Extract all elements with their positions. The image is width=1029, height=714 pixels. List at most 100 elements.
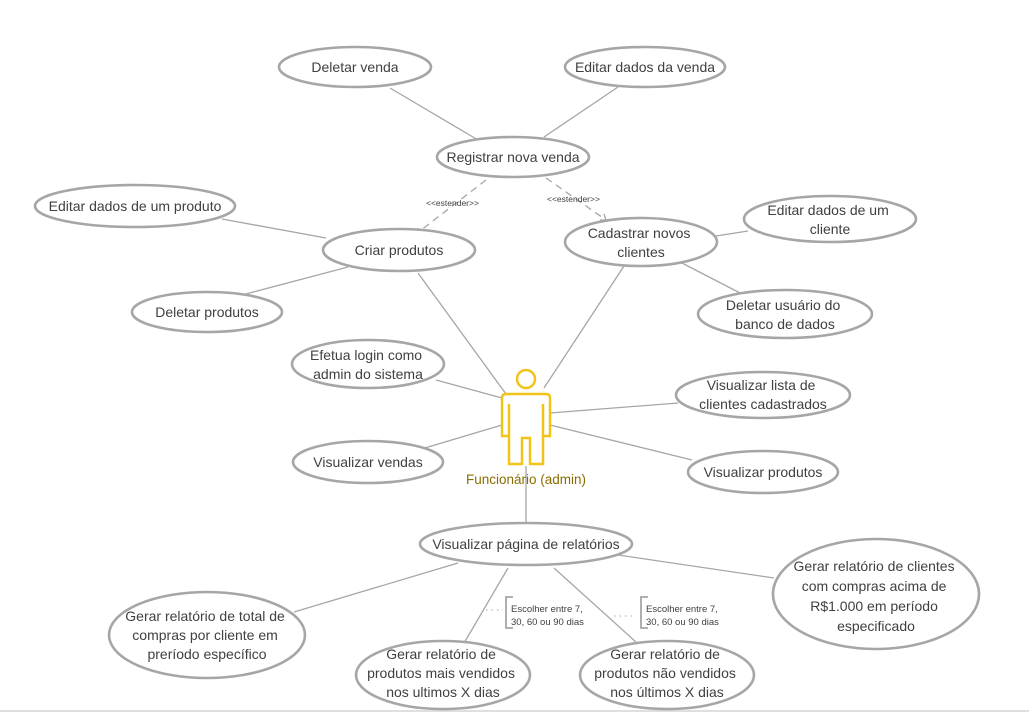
assoc-actor-criar-produtos [417, 272, 507, 395]
assoc-relatorios-mais-vendidos [459, 567, 509, 651]
use-case-label: Visualizar lista de clientes cadastrados [699, 377, 827, 412]
use-case-label: Visualizar produtos [704, 464, 823, 480]
note-bracket [505, 596, 513, 629]
use-case-label: Visualizar página de relatórios [432, 536, 619, 552]
use-case-editar-venda[interactable]: Editar dados da venda [563, 45, 727, 89]
assoc-registrar-editar-venda [543, 86, 619, 138]
use-case-label-line: Registrar nova venda [446, 149, 579, 165]
use-case-label-line: cliente [810, 221, 851, 237]
use-case-label: Cadastrar novos clientes [588, 225, 695, 260]
use-case-label-line: banco de dados [735, 316, 835, 332]
assoc-criar-deletar-produtos [237, 266, 349, 297]
extend-label-left: <<estender>> [426, 198, 479, 208]
use-case-efetua-login[interactable]: Efetua login como admin do sistema [290, 338, 446, 390]
use-case-editar-produto[interactable]: Editar dados de um produto [33, 183, 237, 229]
assoc-relatorios-nao-vendidos [553, 567, 637, 643]
associations [221, 86, 775, 651]
use-case-deletar-usuario[interactable]: Deletar usuário do banco de dados [696, 288, 874, 340]
use-case-label: Editar dados de um produto [49, 198, 222, 214]
assoc-relatorios-clientes [617, 554, 775, 579]
use-case-label-line: Gerar relatório de total de [125, 608, 285, 624]
use-case-label: Gerar relatório de produtos não vendidos… [594, 646, 740, 700]
extend-arrow-cadastrar-clientes [545, 177, 607, 221]
use-case-deletar-produtos[interactable]: Deletar produtos [130, 290, 284, 334]
use-case-label-line: Visualizar lista de [707, 377, 816, 393]
use-case-label-line: Efetua login como [310, 347, 422, 363]
note-text: Escolher entre 7, 30, 60 ou 90 dias [646, 604, 720, 628]
use-case-label-line: Cadastrar novos [588, 225, 691, 241]
use-case-label: Editar dados da venda [575, 59, 715, 75]
use-case-label-line: produtos não vendidos [594, 665, 736, 681]
assoc-relatorios-total [293, 562, 459, 613]
use-case-label-line: Visualizar vendas [313, 454, 422, 470]
use-case-label-line: Editar dados da venda [575, 59, 715, 75]
use-case-label-line: Criar produtos [355, 242, 444, 258]
use-case-criar-produtos[interactable]: Criar produtos [321, 227, 477, 273]
use-case-label-line: nos últimos X dias [610, 684, 724, 700]
use-case-label-line: R$1.000 em período [810, 598, 938, 614]
use-case-label-line: nos ultimos X dias [386, 684, 500, 700]
use-case-label-line: compras por cliente em [132, 627, 278, 643]
use-case-label-line: produtos mais vendidos [367, 665, 515, 681]
assoc-actor-visualizar-clientes [549, 402, 679, 414]
use-case-label-line: Gerar relatório de clientes [794, 558, 955, 574]
note-line: Escolher entre 7, [511, 604, 583, 615]
use-case-visualizar-produtos[interactable]: Visualizar produtos [686, 449, 840, 495]
use-case-label-line: preríodo específico [147, 646, 266, 662]
actor-funcionario[interactable]: Funcionário (admin) [466, 368, 586, 487]
note-line: 30, 60 ou 90 dias [646, 617, 719, 628]
use-case-relatorio-clientes[interactable]: Gerar relatório de clientes com compras … [771, 537, 981, 651]
use-case-label-line: Editar dados de um produto [49, 198, 222, 214]
extend-arrowhead-cadastrar-clientes [600, 213, 607, 221]
extend-relations: <<estender>> <<estender>> [415, 177, 607, 237]
assoc-cadastrar-deletar-usuario [679, 261, 743, 295]
use-case-label-line: clientes cadastrados [699, 396, 827, 412]
assoc-criar-editar-produto [221, 218, 327, 239]
assoc-actor-efetua-login [435, 379, 503, 399]
use-case-label-line: especificado [837, 618, 915, 634]
assoc-actor-cadastrar-clientes [543, 265, 625, 389]
use-case-label: Deletar produtos [155, 304, 259, 320]
use-case-relatorio-total[interactable]: Gerar relatório de total de compras por … [107, 590, 307, 680]
note-bracket [640, 596, 648, 629]
use-case-label: Efetua login como admin do sistema [310, 347, 426, 382]
use-case-registrar-venda[interactable]: Registrar nova venda [435, 135, 591, 179]
use-case-visualizar-relatorios[interactable]: Visualizar página de relatórios [418, 521, 634, 567]
actor-label: Funcionário (admin) [466, 472, 586, 487]
assoc-registrar-deletar-venda [389, 87, 479, 141]
use-case-label-line: Gerar relatório de [386, 646, 496, 662]
use-case-cadastrar-clientes[interactable]: Cadastrar novos clientes [563, 216, 719, 268]
extend-arrow-criar-produtos [415, 179, 487, 235]
actor-body [500, 392, 552, 466]
use-case-label-line: clientes [617, 244, 664, 260]
use-case-label: Deletar usuário do banco de dados [726, 297, 844, 332]
use-case-deletar-venda[interactable]: Deletar venda [277, 45, 433, 89]
use-case-visualizar-clientes[interactable]: Visualizar lista de clientes cadastrados [674, 370, 852, 420]
use-case-relatorio-nao-vendidos[interactable]: Gerar relatório de produtos não vendidos… [578, 639, 756, 711]
extend-label-right: <<estender>> [547, 194, 600, 204]
use-case-label-line: admin do sistema [313, 366, 423, 382]
note-line: Escolher entre 7, [646, 604, 718, 615]
use-case-label-line: Deletar venda [311, 59, 398, 75]
use-case-visualizar-vendas[interactable]: Visualizar vendas [291, 439, 445, 485]
use-case-label-line: Visualizar página de relatórios [432, 536, 619, 552]
use-case-editar-cliente[interactable]: Editar dados de um cliente [742, 194, 918, 244]
use-case-label-line: Deletar usuário do [726, 297, 841, 313]
note-nao-vendidos: Escolher entre 7, 30, 60 ou 90 dias [614, 596, 720, 629]
use-case-label-line: Editar dados de um [767, 202, 888, 218]
assoc-actor-visualizar-produtos [549, 424, 693, 461]
use-case-label-line: Gerar relatório de [610, 646, 720, 662]
use-case-label: Criar produtos [355, 242, 444, 258]
note-line: 30, 60 ou 90 dias [511, 617, 584, 628]
note-mais-vendidos: Escolher entre 7, 30, 60 ou 90 dias [486, 596, 585, 629]
use-case-label: Gerar relatório de produtos mais vendido… [367, 646, 519, 700]
use-case-label: Gerar relatório de total de compras por … [125, 608, 288, 662]
use-case-label: Editar dados de um cliente [767, 202, 892, 237]
use-case-relatorio-mais-vendidos[interactable]: Gerar relatório de produtos mais vendido… [354, 639, 532, 711]
use-case-label: Visualizar vendas [313, 454, 422, 470]
use-case-label: Gerar relatório de clientes com compras … [794, 558, 959, 634]
assoc-cadastrar-editar-cliente [715, 230, 749, 237]
use-case-label-line: Visualizar produtos [704, 464, 823, 480]
note-text: Escolher entre 7, 30, 60 ou 90 dias [511, 604, 585, 628]
